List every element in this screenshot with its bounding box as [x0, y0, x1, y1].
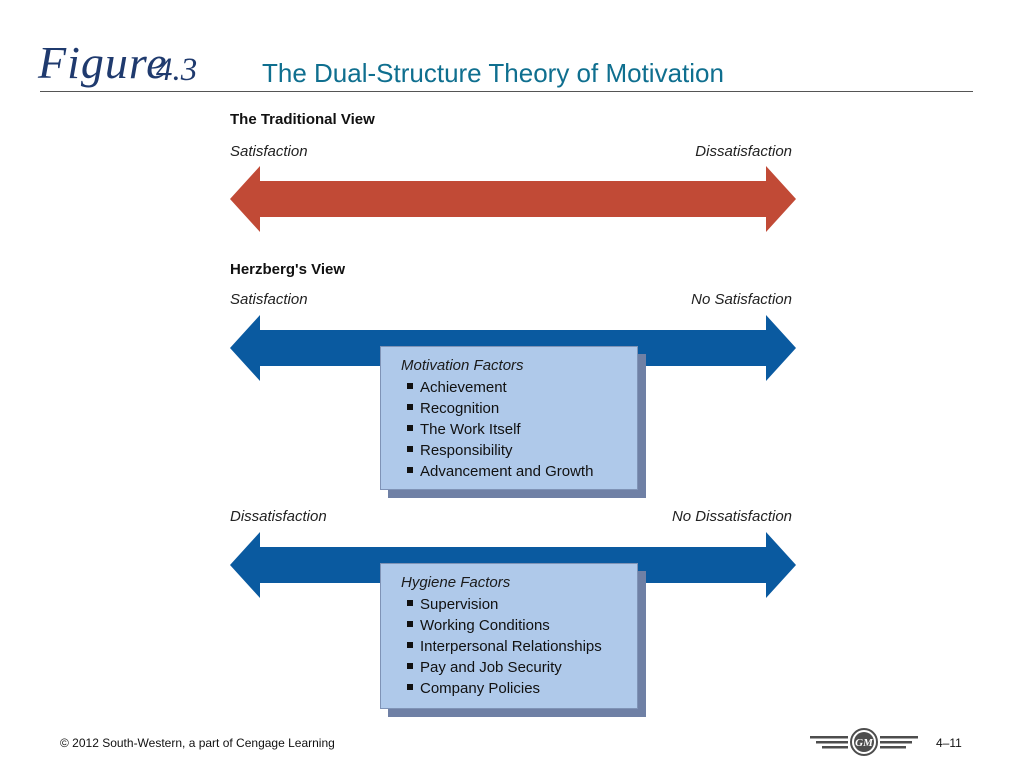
- traditional-view-heading: The Traditional View: [230, 111, 375, 128]
- list-item: Working Conditions: [407, 615, 637, 636]
- bullet-icon: [407, 467, 413, 473]
- list-item: Company Policies: [407, 678, 637, 699]
- factor-label: Interpersonal Relationships: [420, 638, 602, 655]
- motivation-factors-box: Motivation Factors Achievement Recogniti…: [380, 346, 638, 490]
- bullet-icon: [407, 621, 413, 627]
- list-item: Advancement and Growth: [407, 461, 637, 482]
- page-number: 4–11: [936, 736, 962, 750]
- figure-label: Figure: [38, 37, 168, 88]
- list-item: The Work Itself: [407, 419, 637, 440]
- traditional-double-arrow: [230, 166, 796, 232]
- list-item: Responsibility: [407, 440, 637, 461]
- motivation-right-label: No Satisfaction: [691, 291, 792, 308]
- figure-number: 4.3: [156, 52, 198, 88]
- factor-label: Supervision: [420, 596, 499, 613]
- bullet-icon: [407, 663, 413, 669]
- hygiene-factors-list: Supervision Working Conditions Interpers…: [401, 594, 637, 699]
- factor-label: Achievement: [420, 379, 507, 396]
- traditional-left-label: Satisfaction: [230, 143, 308, 160]
- factor-label: Recognition: [420, 400, 500, 417]
- hygiene-left-label: Dissatisfaction: [230, 508, 327, 525]
- list-item: Pay and Job Security: [407, 657, 637, 678]
- bullet-icon: [407, 446, 413, 452]
- motivation-left-label: Satisfaction: [230, 291, 308, 308]
- hygiene-factors-box: Hygiene Factors Supervision Working Cond…: [380, 563, 638, 709]
- bullet-icon: [407, 383, 413, 389]
- list-item: Achievement: [407, 377, 637, 398]
- factor-label: Working Conditions: [420, 617, 550, 634]
- title-divider: [40, 91, 973, 92]
- factor-label: Advancement and Growth: [420, 463, 594, 480]
- hygiene-factors-title: Hygiene Factors: [401, 574, 511, 591]
- list-item: Interpersonal Relationships: [407, 636, 637, 657]
- traditional-right-label: Dissatisfaction: [695, 143, 792, 160]
- factor-label: Pay and Job Security: [420, 659, 562, 676]
- slide-title: The Dual-Structure Theory of Motivation: [262, 58, 724, 88]
- factor-label: Responsibility: [420, 442, 513, 459]
- bullet-icon: [407, 600, 413, 606]
- bullet-icon: [407, 684, 413, 690]
- herzberg-view-heading: Herzberg's View: [230, 261, 346, 278]
- factor-label: Company Policies: [420, 680, 541, 697]
- svg-text:GM: GM: [855, 737, 874, 749]
- bullet-icon: [407, 404, 413, 410]
- list-item: Supervision: [407, 594, 637, 615]
- hygiene-right-label: No Dissatisfaction: [671, 508, 792, 525]
- list-item: Recognition: [407, 398, 637, 419]
- motivation-factors-title: Motivation Factors: [401, 357, 524, 374]
- traditional-arrow-shape: [230, 166, 796, 232]
- copyright-notice: © 2012 South-Western, a part of Cengage …: [60, 736, 335, 750]
- motivation-factors-list: Achievement Recognition The Work Itself …: [401, 377, 637, 482]
- winged-logo-icon: GM: [810, 728, 918, 756]
- factor-label: The Work Itself: [420, 421, 521, 438]
- bullet-icon: [407, 642, 413, 648]
- bullet-icon: [407, 425, 413, 431]
